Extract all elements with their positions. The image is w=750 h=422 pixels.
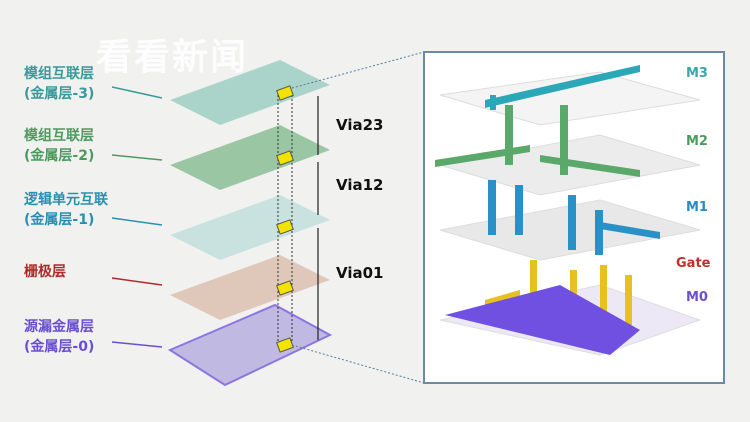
- m3-label: M3: [686, 66, 708, 81]
- layer-m2-plane: [170, 125, 330, 190]
- layer-m0-plane: [167, 303, 333, 387]
- layer-sub: (金属层-0): [24, 339, 95, 355]
- via12-label: Via12: [336, 176, 384, 194]
- layer-sub: (金属层-3): [24, 86, 95, 102]
- layer-name: 栅极层: [24, 264, 66, 280]
- layer-label-m3: 模组互联层 (金属层-3): [24, 64, 94, 104]
- layer-m1-plane: [170, 195, 330, 260]
- m0-label: M0: [686, 290, 708, 305]
- layer-sub: (金属层-1): [24, 212, 95, 228]
- layer-gate-plane: [170, 255, 330, 320]
- layer-label-m0: 源漏金属层 (金属层-0): [24, 317, 94, 357]
- m1-label: M1: [686, 200, 708, 215]
- label-arrows: [111, 86, 163, 348]
- layer-name: 模组互联层: [24, 128, 94, 144]
- gate-label: Gate: [676, 256, 711, 271]
- zoom-leaders: [291, 51, 425, 384]
- m0-wires: [445, 285, 640, 355]
- m1-wires: [488, 180, 660, 255]
- via-columns: [277, 95, 293, 345]
- layer-name: 模组互联层: [24, 66, 94, 82]
- layer-m3-plane: [170, 60, 330, 125]
- via01-label: Via01: [336, 264, 384, 282]
- layer-name: 源漏金属层: [24, 319, 94, 335]
- layer-sub: (金属层-2): [24, 148, 95, 164]
- via-squares: [276, 85, 294, 353]
- layer-label-m2: 模组互联层 (金属层-2): [24, 126, 94, 166]
- m3-wires: [485, 65, 640, 110]
- layer-name: 逻辑单元互联: [24, 192, 108, 208]
- via23-label: Via23: [336, 116, 384, 134]
- layer-label-m1: 逻辑单元互联 (金属层-1): [24, 190, 108, 230]
- m2-wires: [435, 105, 640, 177]
- m2-label: M2: [686, 134, 708, 149]
- watermark-logo: 看看新闻: [96, 37, 249, 78]
- layer-label-gate: 栅极层: [24, 262, 66, 282]
